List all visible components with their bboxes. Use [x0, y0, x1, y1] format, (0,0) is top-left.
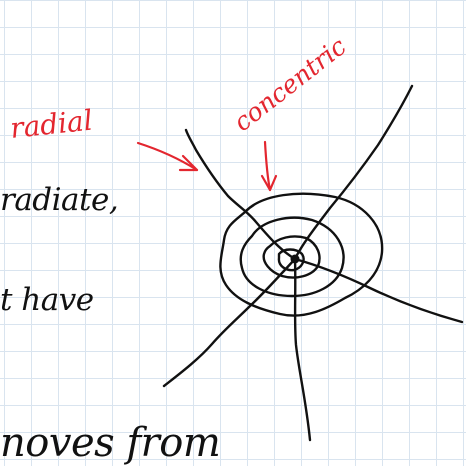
radial-crack-upper-right [295, 86, 412, 259]
radial-crack-bottom [295, 259, 310, 440]
radial-arrow [138, 143, 197, 170]
radial-crack-lower-left [164, 259, 295, 386]
concentric-arrow [262, 142, 276, 190]
